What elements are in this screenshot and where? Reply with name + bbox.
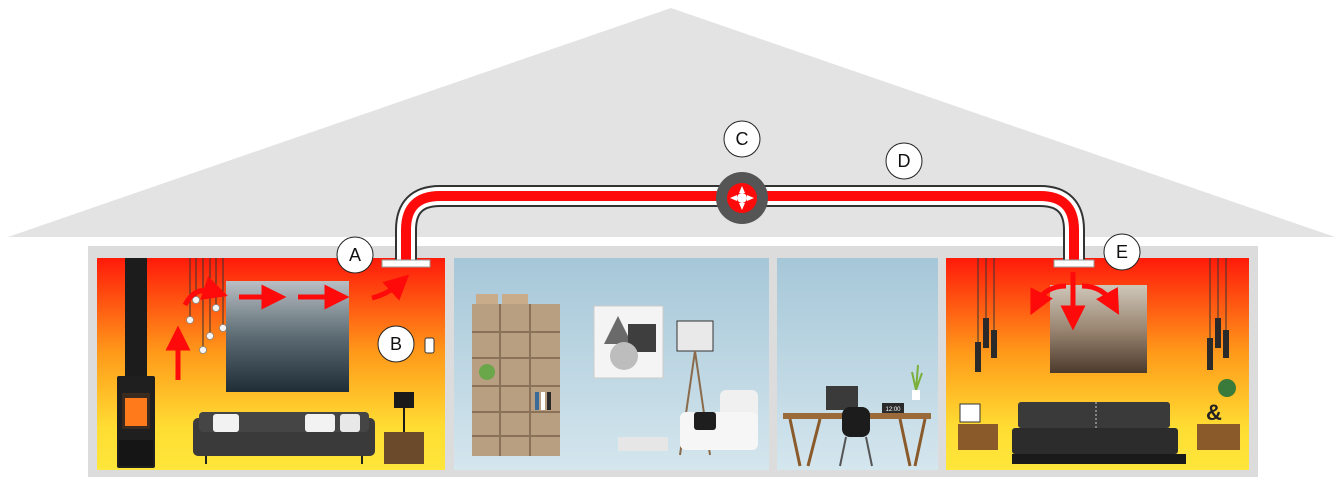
- room-office: [777, 258, 938, 470]
- vent-intake: [382, 260, 430, 267]
- laptop: [826, 386, 858, 410]
- label-a: A: [337, 237, 373, 273]
- label-c-text: C: [736, 129, 749, 149]
- label-b-text: B: [390, 334, 402, 354]
- thermostat-icon: [425, 338, 434, 353]
- label-c: C: [724, 121, 760, 157]
- label-a-text: A: [349, 245, 361, 265]
- vent-outlet: [1054, 260, 1094, 267]
- bookshelf: [472, 294, 560, 456]
- clock-text: 12:00: [885, 407, 901, 413]
- painting-right: [1050, 285, 1147, 373]
- label-b: B: [378, 326, 414, 362]
- ampersand-decor: &: [1206, 400, 1222, 425]
- bed: [1012, 402, 1186, 464]
- label-d: D: [886, 143, 922, 179]
- label-e-text: E: [1116, 242, 1128, 262]
- label-e: E: [1104, 234, 1140, 270]
- fan-icon: [716, 172, 768, 224]
- ottoman: [618, 437, 668, 451]
- label-d-text: D: [898, 151, 911, 171]
